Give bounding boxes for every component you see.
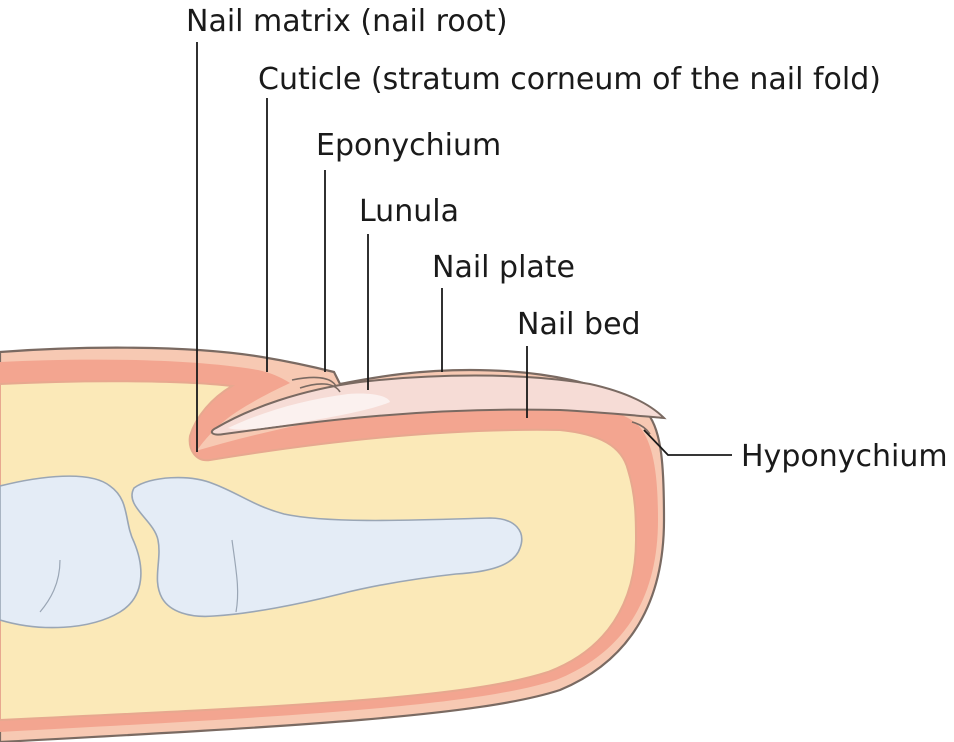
nail-plate	[210, 374, 667, 436]
lunula	[228, 393, 390, 430]
label-nail-bed: Nail bed	[517, 307, 641, 342]
eponychium-folds	[291, 376, 341, 393]
distal-phalanx-detail	[231, 539, 239, 613]
label-nail-matrix: Nail matrix (nail root)	[186, 4, 508, 39]
hyponychium-fold	[631, 421, 651, 435]
label-eponychium: Eponychium	[316, 128, 501, 163]
label-hyponychium: Hyponychium	[741, 439, 948, 474]
distal-phalanx	[131, 476, 523, 618]
leader-hyponychium	[643, 429, 732, 456]
label-nail-plate: Nail plate	[432, 250, 575, 285]
middle-phalanx-detail	[39, 559, 61, 613]
label-cuticle: Cuticle (stratum corneum of the nail fol…	[258, 62, 881, 97]
middle-phalanx	[0, 475, 142, 629]
label-lunula: Lunula	[359, 194, 459, 229]
